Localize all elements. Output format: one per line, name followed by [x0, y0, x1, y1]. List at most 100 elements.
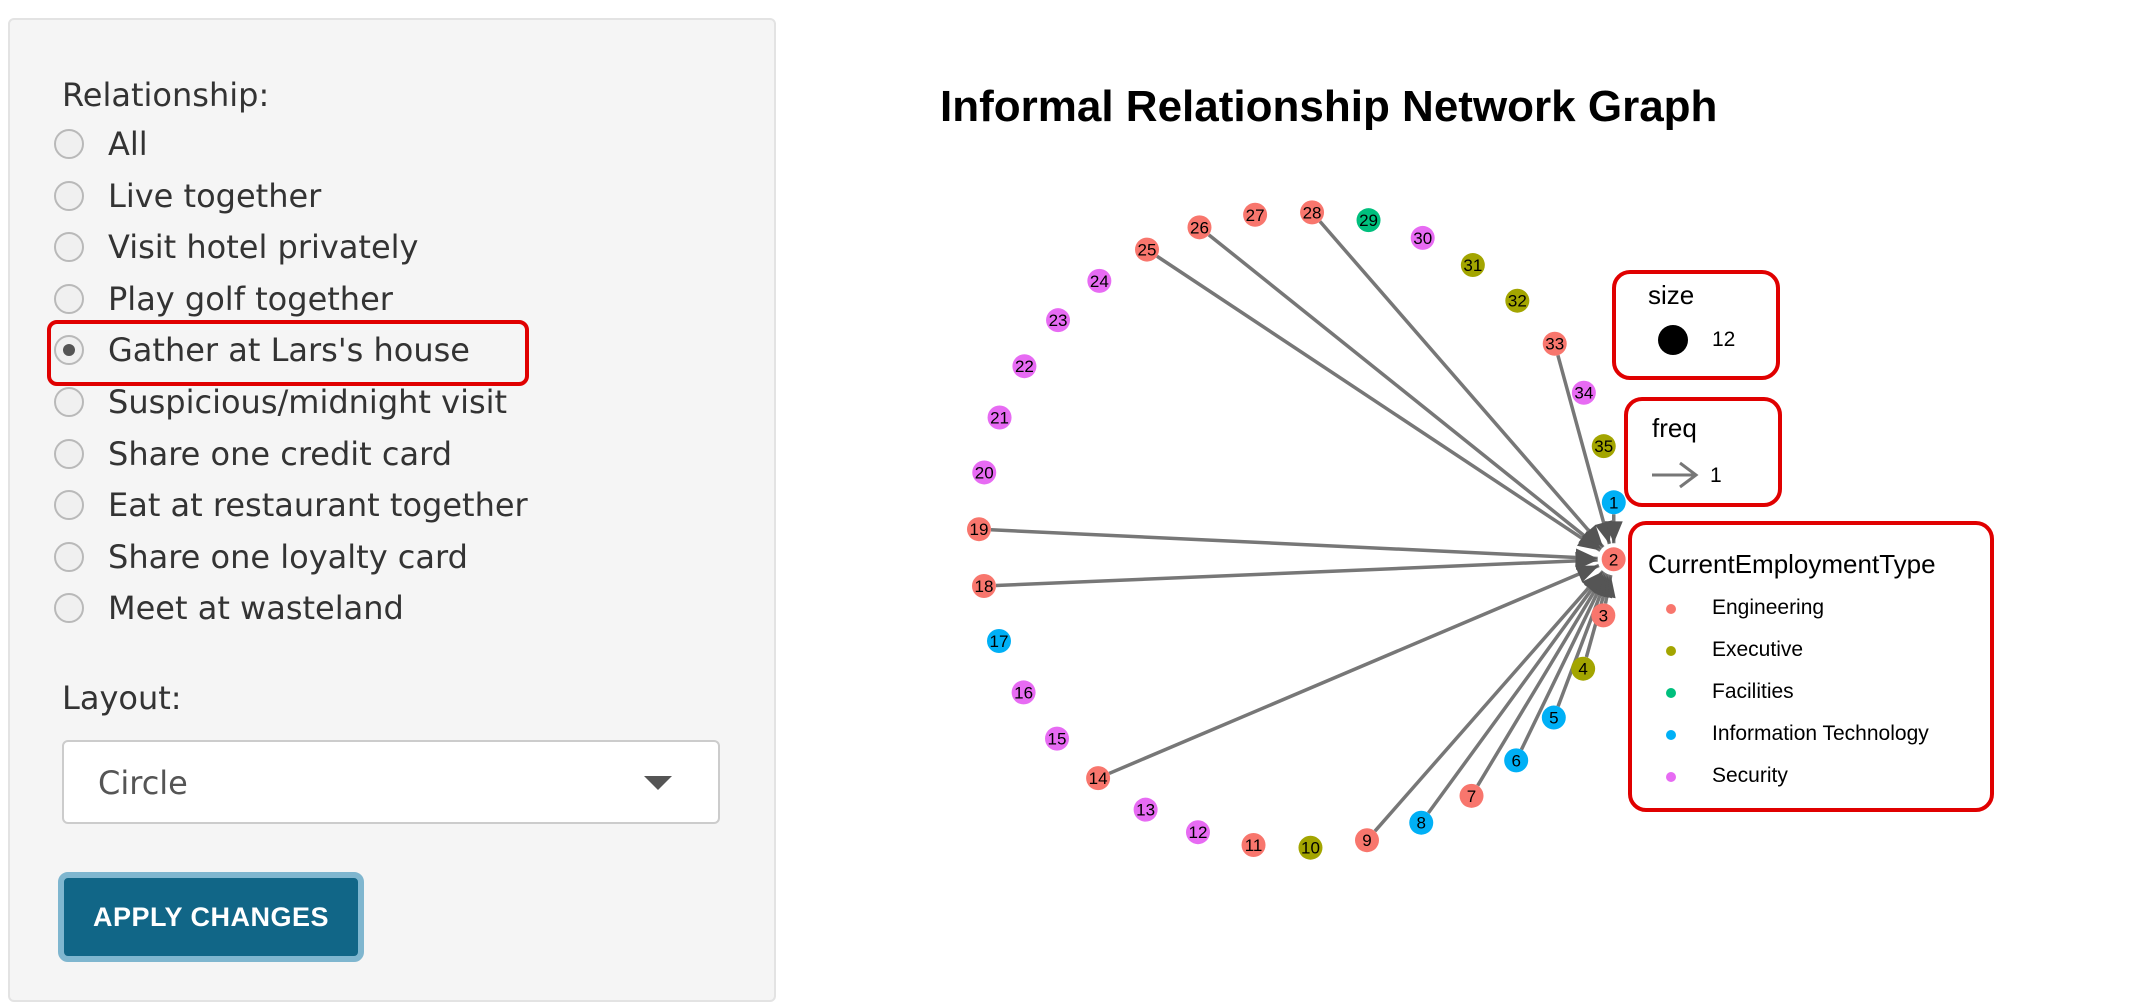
- graph-node: 33: [1542, 331, 1567, 356]
- node-layer: 1234567891011121314151617181920212223242…: [967, 200, 1626, 860]
- radio-button[interactable]: [54, 541, 84, 572]
- radio-button[interactable]: [54, 180, 84, 211]
- relationship-option[interactable]: Meet at wasteland: [54, 584, 404, 632]
- node-circle: [1601, 490, 1626, 515]
- node-circle: [986, 628, 1011, 653]
- radio-button[interactable]: [54, 232, 84, 263]
- node-circle: [1185, 820, 1210, 845]
- graph-node: 25: [1135, 237, 1160, 262]
- relationship-option[interactable]: Visit hotel privately: [54, 223, 418, 271]
- node-circle: [1591, 434, 1616, 459]
- layout-label: Layout:: [62, 679, 182, 717]
- node-circle: [1460, 253, 1485, 278]
- graph-node: 18: [971, 574, 996, 599]
- node-label: 19: [970, 520, 989, 539]
- relationship-option-label: Live together: [108, 176, 322, 215]
- radio-button[interactable]: [54, 129, 84, 159]
- graph-node: 15: [1045, 726, 1070, 751]
- legend-label: Engineering: [1712, 596, 1825, 619]
- node-circle: [987, 405, 1012, 430]
- node-circle: [1409, 810, 1434, 835]
- node-circle: [1298, 835, 1323, 860]
- node-circle: [1571, 656, 1596, 681]
- node-label: 21: [990, 409, 1009, 428]
- node-circle: [1571, 380, 1596, 405]
- legend-label: Security: [1712, 764, 1788, 787]
- node-label: 5: [1549, 709, 1558, 728]
- node-circle: [1243, 202, 1268, 227]
- freq-legend-value: 1: [1710, 464, 1722, 487]
- edge-arrow: [1426, 571, 1606, 815]
- graph-node: 28: [1300, 200, 1325, 225]
- node-label: 17: [990, 632, 1009, 651]
- node-label: 7: [1467, 787, 1476, 806]
- freq-legend: [1624, 397, 1782, 507]
- node-label: 20: [975, 463, 994, 482]
- relationship-option[interactable]: Share one credit card: [54, 430, 452, 478]
- relationship-option-label: Eat at restaurant together: [108, 486, 528, 525]
- node-circle: [1241, 833, 1266, 858]
- node-circle: [1505, 288, 1530, 313]
- sidebar-panel: [8, 18, 776, 1002]
- edge-arrow: [1604, 514, 1623, 544]
- size-legend: [1612, 270, 1780, 380]
- legend-label: Facilities: [1712, 680, 1794, 703]
- relationship-option-label: All: [108, 125, 148, 163]
- layout-select[interactable]: Circle: [62, 740, 720, 824]
- node-circle: [1045, 726, 1070, 751]
- graph-node: 1: [1601, 490, 1626, 515]
- legend-swatch: [1666, 730, 1676, 740]
- apply-changes-button[interactable]: APPLY CHANGES: [58, 872, 364, 962]
- relationship-option[interactable]: Eat at restaurant together: [54, 481, 528, 529]
- edge-arrow: [1156, 254, 1602, 552]
- graph-node: 22: [1012, 354, 1037, 379]
- node-circle: [1541, 705, 1566, 730]
- node-label: 13: [1136, 801, 1155, 820]
- relationship-option[interactable]: All: [54, 120, 148, 168]
- graph-node: 17: [986, 628, 1011, 653]
- node-circle: [1046, 308, 1071, 333]
- relationship-option[interactable]: Live together: [54, 172, 321, 220]
- node-circle: [1591, 603, 1616, 628]
- node-label: 14: [1089, 769, 1108, 788]
- graph-node: 16: [1011, 680, 1036, 705]
- edge-arrow: [1318, 220, 1605, 549]
- node-label: 3: [1599, 606, 1608, 625]
- node-circle: [1542, 331, 1567, 356]
- node-circle: [1459, 783, 1484, 808]
- employment-type-legend: [1628, 521, 1994, 812]
- graph-node: 31: [1460, 253, 1485, 278]
- node-label: 33: [1545, 335, 1564, 354]
- node-circle: [967, 517, 992, 542]
- node-circle: [1354, 828, 1379, 853]
- graph-node: 23: [1046, 308, 1071, 333]
- relationship-label: Relationship:: [62, 76, 270, 114]
- graph-node: 30: [1410, 225, 1435, 250]
- relationship-option[interactable]: Gather at Lars's house: [54, 326, 470, 374]
- relationship-option-label: Meet at wasteland: [108, 589, 404, 628]
- arrow-right-icon: [1652, 461, 1699, 489]
- legend-swatch: [1666, 688, 1676, 698]
- node-label: 25: [1138, 241, 1157, 260]
- layout-select-value: Circle: [98, 764, 188, 802]
- radio-button[interactable]: [54, 490, 84, 521]
- node-label: 10: [1301, 839, 1320, 858]
- node-label: 6: [1511, 751, 1520, 770]
- radio-button[interactable]: [54, 335, 84, 366]
- radio-button[interactable]: [54, 283, 84, 314]
- graph-node: 3: [1591, 603, 1616, 628]
- graph-node: 6: [1504, 748, 1529, 773]
- node-label: 31: [1463, 256, 1482, 275]
- node-circle: [1011, 680, 1036, 705]
- node-circle: [1601, 547, 1626, 572]
- radio-button[interactable]: [54, 387, 84, 417]
- graph-node: 27: [1243, 202, 1268, 227]
- node-label: 15: [1048, 730, 1067, 749]
- legend-swatch: [1666, 604, 1676, 614]
- radio-button[interactable]: [54, 438, 84, 469]
- radio-button[interactable]: [54, 593, 84, 624]
- relationship-option[interactable]: Suspicious/midnight visit: [54, 378, 507, 426]
- relationship-option[interactable]: Share one loyalty card: [54, 533, 468, 581]
- relationship-option[interactable]: Play golf together: [54, 275, 393, 323]
